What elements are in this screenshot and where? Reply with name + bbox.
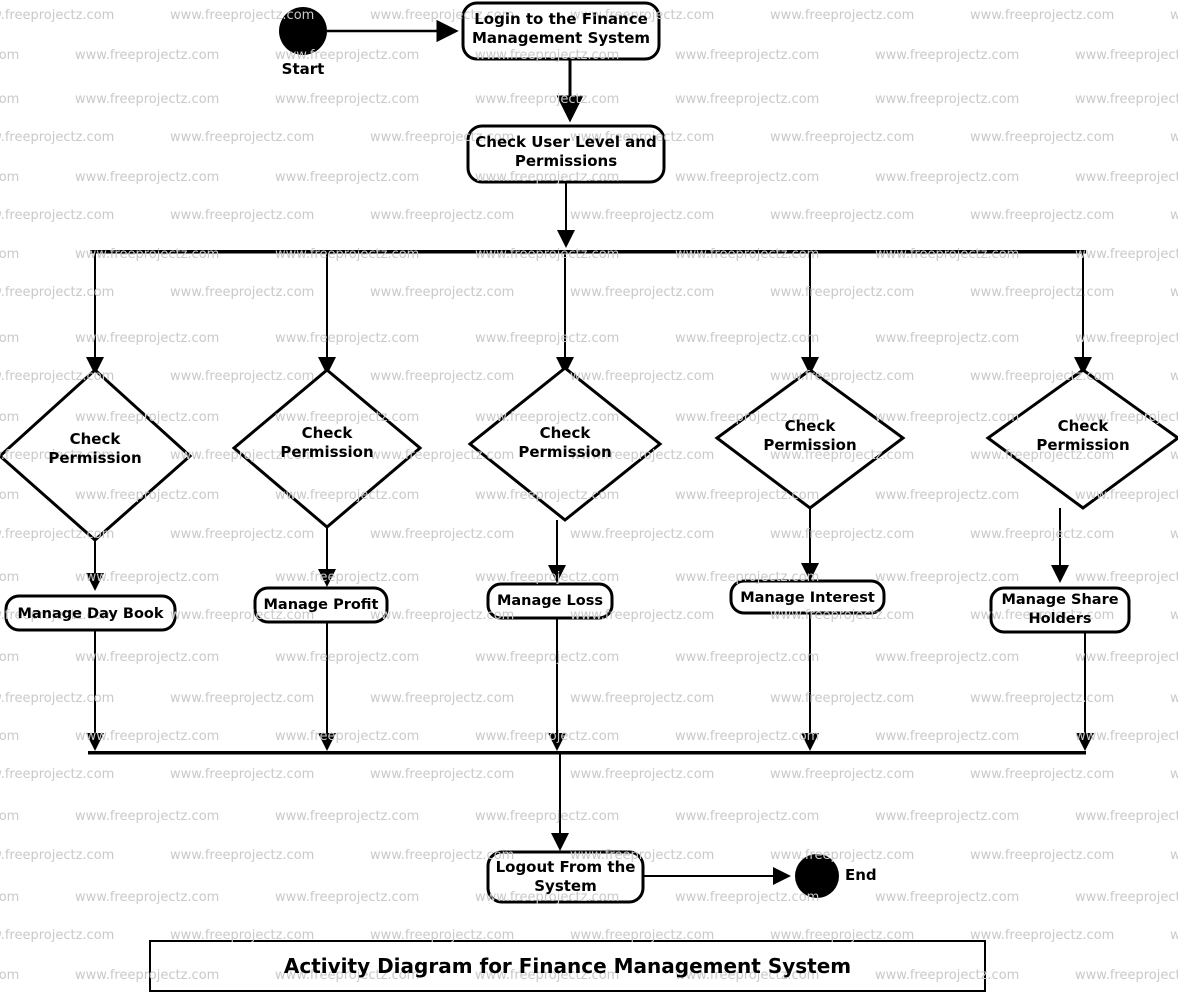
join-bar — [88, 751, 1086, 755]
start-node — [279, 7, 327, 55]
activity-manage-profit — [253, 586, 389, 624]
activity-login — [461, 1, 661, 61]
title-frame — [149, 940, 986, 992]
activity-manage-day-book — [4, 594, 177, 632]
activity-check-user-level — [466, 124, 666, 184]
decision-node-5 — [985, 368, 1178, 510]
end-node — [795, 854, 839, 898]
decision-node-1 — [0, 367, 193, 543]
activity-manage-share-holders — [989, 586, 1131, 634]
decision-node-3 — [467, 366, 663, 522]
activity-logout — [486, 850, 645, 904]
fork-bar — [90, 250, 1086, 254]
decision-node-4 — [714, 368, 906, 510]
decision-node-2 — [231, 368, 423, 529]
activity-manage-loss — [486, 582, 614, 620]
activity-manage-interest — [729, 579, 886, 615]
